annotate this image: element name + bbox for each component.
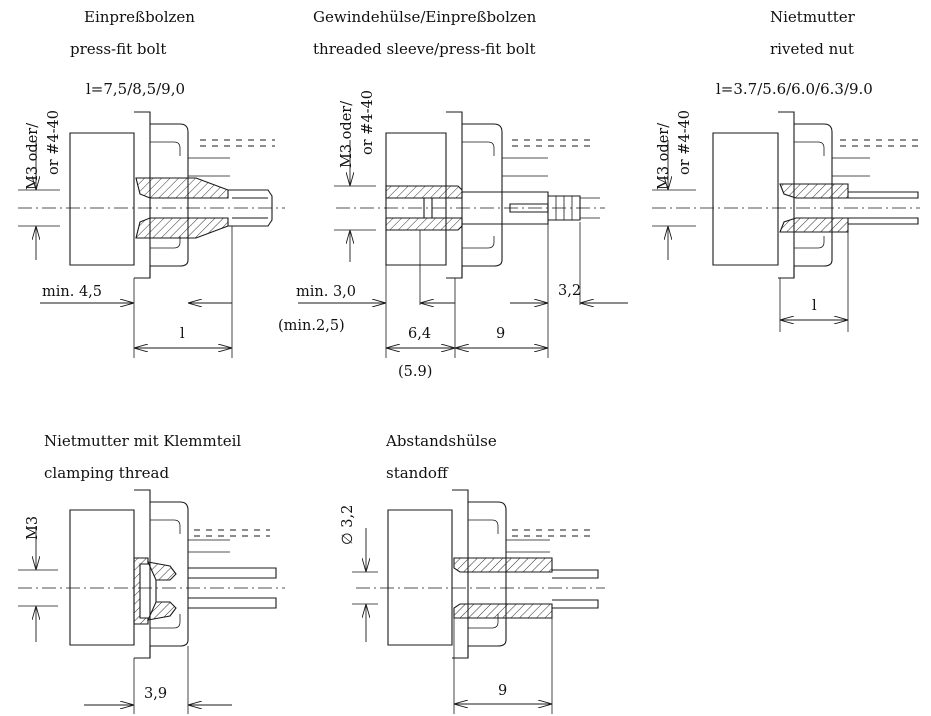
dimension-lines bbox=[18, 140, 233, 358]
press-fit-bolt-part bbox=[135, 177, 273, 239]
connector-body bbox=[69, 111, 275, 279]
panel-clamping-thread: Nietmutter mit Klemmteil clamping thread… bbox=[18, 432, 285, 714]
dim-width-label: 3,9 bbox=[144, 686, 167, 702]
dim-tip-label: 3,2 bbox=[558, 283, 581, 299]
title-en: standoff bbox=[386, 464, 449, 482]
dim-pin-label: 9 bbox=[496, 326, 505, 342]
dimension-lines bbox=[298, 140, 628, 358]
dim-length-label: l bbox=[812, 298, 817, 314]
standoff-part bbox=[453, 557, 599, 619]
panel-threaded-sleeve: Gewindehülse/Einpreßbolzen threaded slee… bbox=[278, 8, 628, 380]
connector-body bbox=[387, 489, 592, 659]
dimension-lines bbox=[18, 526, 232, 714]
clamping-nut-part bbox=[133, 557, 177, 625]
dim-min-label: min. 4,5 bbox=[42, 284, 102, 300]
panel-riveted-nut: Nietmutter riveted nut l=3.7/5.6/6.0/6.3… bbox=[652, 8, 920, 332]
title-en: clamping thread bbox=[44, 464, 169, 482]
riveted-nut-part bbox=[779, 183, 919, 233]
title-en: threaded sleeve/press-fit bolt bbox=[313, 40, 536, 58]
dimension-lines bbox=[352, 528, 553, 714]
thread-label-de: M3 oder/ bbox=[25, 123, 41, 190]
title-de: Einpreßbolzen bbox=[84, 8, 195, 26]
dim-sleeve-label: 6,4 bbox=[408, 326, 431, 342]
title-en: press-fit bolt bbox=[70, 40, 166, 58]
dim-length-label: l bbox=[180, 326, 185, 342]
connector-body bbox=[69, 489, 277, 659]
dim-min-alt-label: (min.2,5) bbox=[278, 318, 345, 334]
title-de: Abstandshülse bbox=[385, 432, 497, 450]
dim-sleeve-alt-label: (5.9) bbox=[398, 364, 432, 380]
length-note: l=3.7/5.6/6.0/6.3/9.0 bbox=[716, 80, 873, 98]
title-de: Gewindehülse/Einpreßbolzen bbox=[313, 8, 537, 26]
title-en: riveted nut bbox=[770, 40, 854, 58]
title-de: Nietmutter bbox=[770, 8, 856, 26]
dim-length-label: 9 bbox=[498, 683, 507, 699]
thread-label-de: M3 oder/ bbox=[339, 101, 355, 168]
thread-label-en: or #4-40 bbox=[360, 90, 376, 155]
dim-min-label: min. 3,0 bbox=[296, 284, 356, 300]
thread-label-en: or #4-40 bbox=[677, 110, 693, 175]
length-note: l=7,5/8,5/9,0 bbox=[86, 80, 185, 98]
panel-press-fit-bolt: Einpreßbolzen press-fit bolt l=7,5/8,5/9… bbox=[18, 8, 285, 358]
diameter-label: ∅ 3,2 bbox=[340, 505, 356, 545]
title-de: Nietmutter mit Klemmteil bbox=[44, 432, 241, 450]
thread-label: M3 bbox=[25, 516, 41, 540]
panel-standoff: Abstandshülse standoff ∅ 3,2 9 bbox=[340, 432, 605, 714]
thread-label-en: or #4-40 bbox=[46, 110, 62, 175]
thread-label-de: M3 oder/ bbox=[656, 123, 672, 190]
dimension-lines bbox=[652, 140, 849, 332]
